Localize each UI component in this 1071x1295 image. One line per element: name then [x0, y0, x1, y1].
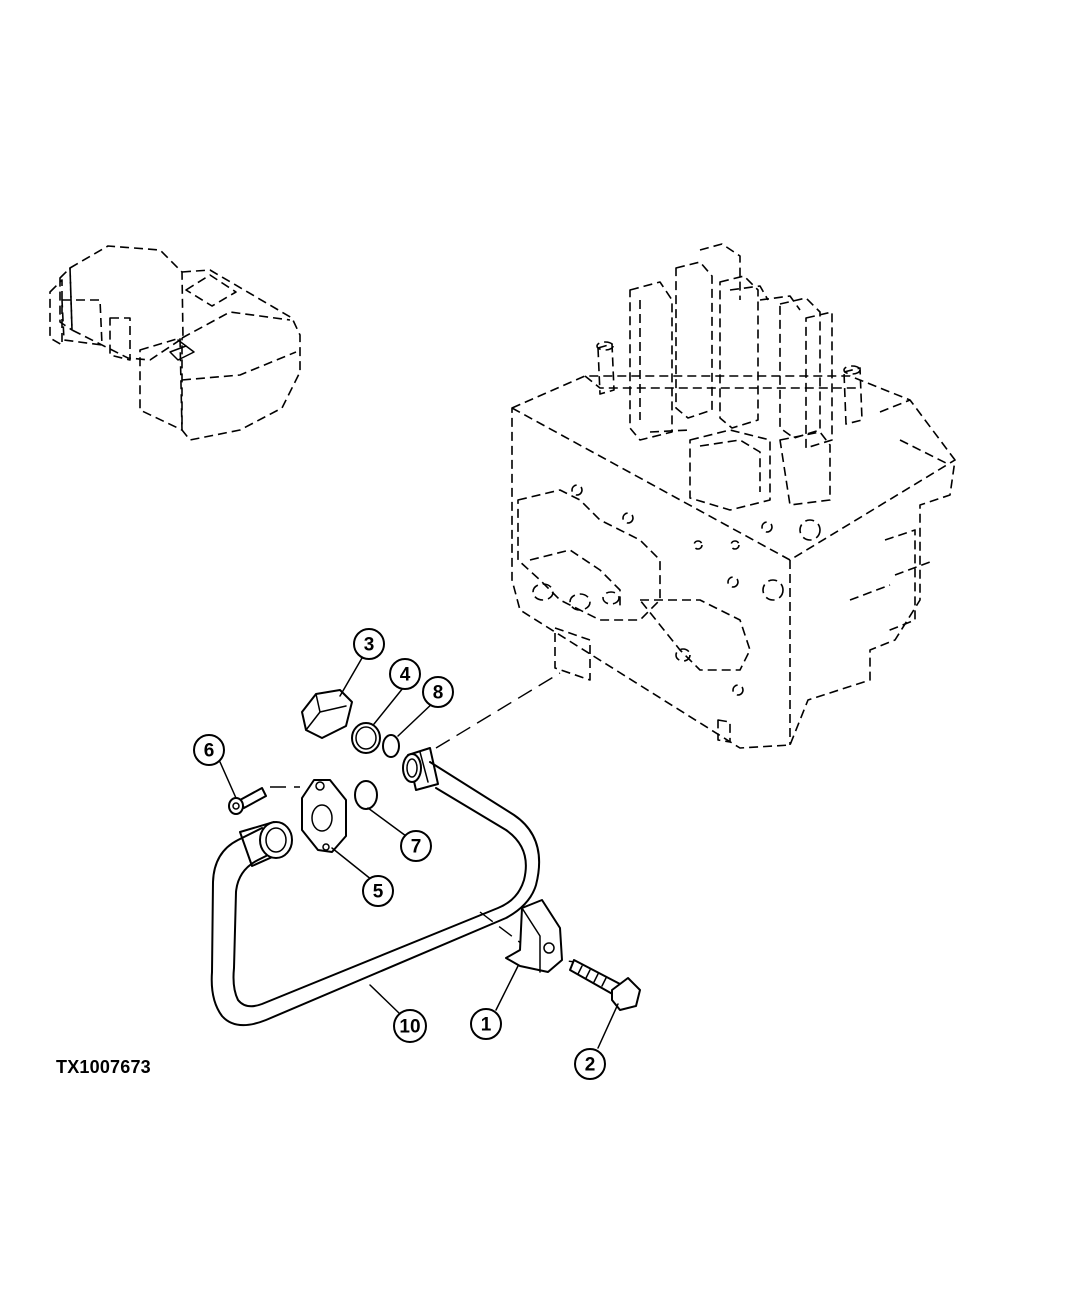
- callout-4: 4: [389, 658, 421, 690]
- callout-8: 7: [400, 830, 432, 862]
- callout-label: 3: [364, 635, 375, 656]
- callout-label: 2: [585, 1055, 596, 1076]
- excavator-locator-illustration: [49, 245, 301, 441]
- callout-label: 8: [433, 683, 444, 704]
- control-valve-illustration: [511, 243, 956, 749]
- callout-label: 7: [411, 837, 422, 858]
- o-ring-small-part: [382, 734, 400, 758]
- callout-label: 4: [400, 665, 411, 686]
- callout-1: 1: [470, 1008, 502, 1040]
- callout-2: 2: [574, 1048, 606, 1080]
- alignment-line-fitting: [435, 672, 561, 749]
- callout-label: 5: [373, 882, 384, 903]
- figure-id-label: TX1007673: [56, 1057, 151, 1077]
- callout-10: 10: [393, 1009, 427, 1043]
- callout-6: 5: [362, 875, 394, 907]
- o-ring-part: [354, 780, 378, 810]
- flange-part: [301, 779, 347, 853]
- bracket-part: [505, 899, 563, 973]
- callout-label: 1: [481, 1015, 492, 1036]
- callout-label: 6: [204, 741, 215, 762]
- nut-part: [301, 689, 353, 739]
- hydraulic-line-part: [210, 747, 541, 1027]
- callout-3: 3: [353, 628, 385, 660]
- small-cap-screw-part: [228, 787, 267, 815]
- callout-label: 10: [399, 1017, 420, 1038]
- cap-screw-part: [569, 959, 641, 1011]
- callout-9: 8: [422, 676, 454, 708]
- callout-7: 6: [193, 734, 225, 766]
